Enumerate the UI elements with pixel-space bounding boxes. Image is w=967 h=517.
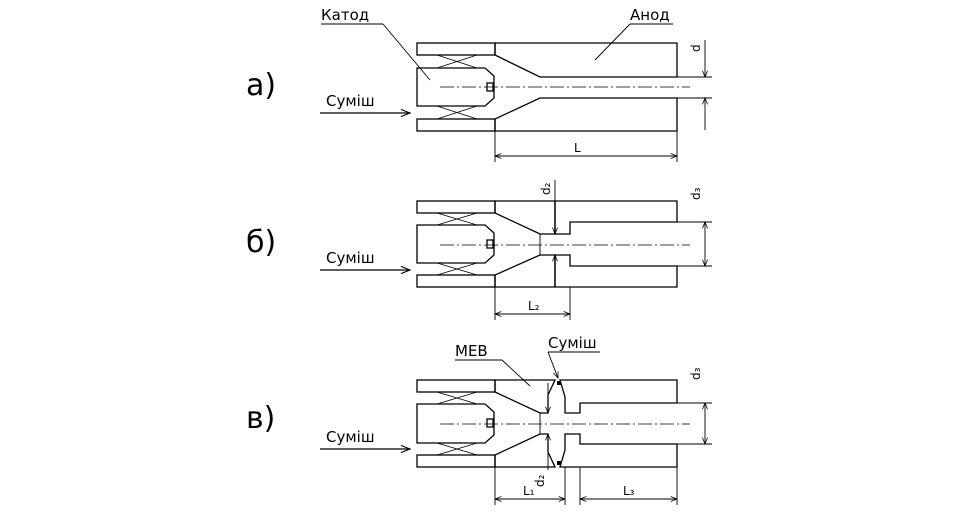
dim-d2-label: d₂ bbox=[539, 182, 553, 195]
insulator-top bbox=[416, 42, 496, 56]
dim-d2-label: d₂ bbox=[533, 474, 547, 487]
anode-upper bbox=[494, 42, 678, 78]
anode-section-2-upper bbox=[554, 200, 678, 235]
anode-lower bbox=[494, 97, 678, 132]
cathode-insert bbox=[486, 418, 494, 428]
anode-section-1-upper bbox=[494, 200, 556, 235]
mixture-secondary-label: Суміш bbox=[548, 334, 597, 352]
anode-upper bbox=[559, 379, 678, 414]
meb-leader bbox=[501, 359, 531, 387]
insulator-ring bbox=[436, 54, 478, 120]
variant-c-label: в) bbox=[246, 401, 275, 436]
gas-inlet bbox=[557, 461, 561, 465]
gas-inlet bbox=[557, 381, 561, 385]
meb-lower bbox=[494, 433, 557, 468]
insulator-bottom bbox=[416, 118, 496, 132]
insulator-top bbox=[416, 379, 496, 393]
variant-b: б) Суміш d₂ d₃ L₂ bbox=[246, 180, 712, 320]
dim-L3-label: L₃ bbox=[623, 484, 635, 498]
dim-d3-label: d₃ bbox=[689, 187, 703, 200]
meb-label: МЕВ bbox=[455, 342, 488, 360]
variant-b-label: б) bbox=[246, 225, 276, 260]
variant-c: в) Суміш МЕВ Суміш d₂ d₃ bbox=[246, 334, 712, 505]
cathode-body bbox=[416, 224, 495, 264]
cathode-body bbox=[416, 67, 495, 107]
variant-a-label: а) bbox=[246, 68, 276, 103]
dim-d-label: d bbox=[689, 44, 703, 52]
mixture-label: Суміш bbox=[326, 428, 375, 446]
insulator-ring bbox=[436, 212, 478, 276]
anode-section-1-lower bbox=[494, 254, 556, 288]
mixture-secondary-leader bbox=[547, 351, 558, 378]
anode-section-2-lower bbox=[554, 254, 678, 288]
variant-a: а) Суміш Катод Анод d bbox=[246, 6, 712, 162]
dim-L1-label: L₁ bbox=[523, 484, 535, 498]
dim-L-label: L bbox=[574, 141, 581, 155]
insulator-top bbox=[416, 200, 496, 214]
anode-lower bbox=[559, 433, 678, 468]
cathode-body bbox=[416, 403, 495, 444]
meb-upper bbox=[494, 379, 557, 414]
cathode-leader bbox=[382, 23, 431, 81]
cathode-label: Катод bbox=[321, 6, 369, 24]
mixture-label: Суміш bbox=[326, 92, 375, 110]
cathode-insert bbox=[486, 239, 494, 249]
anode-leader bbox=[594, 23, 631, 61]
insulator-ring bbox=[436, 391, 478, 456]
dim-d3-label: d₃ bbox=[689, 367, 703, 380]
dim-L2-label: L₂ bbox=[528, 299, 540, 313]
mixture-label: Суміш bbox=[326, 249, 375, 267]
anode-label: Анод bbox=[630, 6, 670, 24]
insulator-bottom bbox=[416, 274, 496, 288]
insulator-bottom bbox=[416, 454, 496, 468]
